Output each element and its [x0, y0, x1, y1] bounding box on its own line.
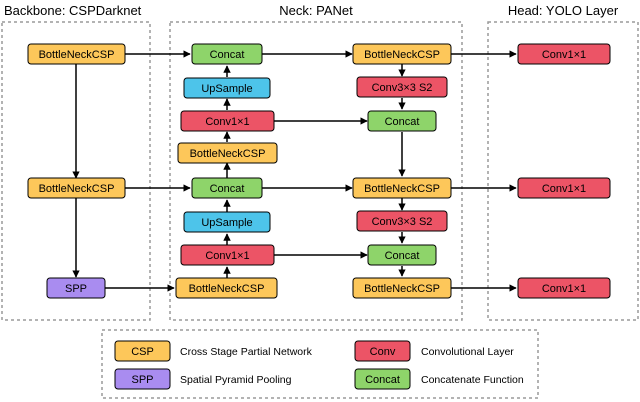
node-neck-conv1x1-1: Conv1×1 — [180, 110, 275, 132]
svg-text:UpSample: UpSample — [201, 217, 252, 229]
svg-text:BottleNeckCSP: BottleNeckCSP — [364, 49, 440, 61]
svg-text:BottleNeckCSP: BottleNeckCSP — [39, 49, 115, 61]
node-neck-csp-1: BottleNeckCSP — [177, 142, 278, 164]
svg-text:BottleNeckCSP: BottleNeckCSP — [364, 283, 440, 295]
legend-box — [101, 329, 539, 399]
legend-item-conv: Conv Convolutional Layer — [354, 340, 514, 362]
node-neck-upsample-2: UpSample — [183, 211, 271, 233]
svg-text:Convolutional Layer: Convolutional Layer — [421, 346, 514, 358]
svg-text:Concatenate Function: Concatenate Function — [421, 374, 524, 386]
neck-title: Neck: PANet — [279, 3, 353, 18]
node-neck-concat-3: Concat — [367, 110, 437, 132]
node-neck-csp-5: BottleNeckCSP — [352, 277, 452, 299]
node-neck-csp-3: BottleNeckCSP — [352, 43, 452, 65]
node-head-conv1x1-2: Conv1×1 — [517, 177, 611, 199]
node-neck-upsample-1: UpSample — [183, 77, 271, 99]
legend-item-concat: Concat Concatenate Function — [354, 368, 524, 390]
svg-text:Concat: Concat — [385, 250, 420, 262]
node-neck-concat-2: Concat — [191, 177, 263, 199]
node-neck-concat-4: Concat — [367, 244, 437, 266]
svg-text:Conv1×1: Conv1×1 — [542, 283, 586, 295]
head-section — [487, 21, 639, 321]
node-head-conv1x1-1: Conv1×1 — [517, 43, 611, 65]
node-neck-conv1x1-2: Conv1×1 — [180, 244, 275, 266]
head-title: Head: YOLO Layer — [508, 3, 619, 18]
svg-text:Concat: Concat — [365, 374, 400, 386]
svg-text:Conv1×1: Conv1×1 — [205, 250, 249, 262]
backbone-section — [1, 21, 151, 321]
node-neck-csp-4: BottleNeckCSP — [352, 177, 452, 199]
svg-text:Spatial Pyramid Pooling: Spatial Pyramid Pooling — [180, 374, 292, 386]
node-neck-conv3x3s2-1: Conv3×3 S2 — [356, 76, 448, 98]
svg-text:BottleNeckCSP: BottleNeckCSP — [364, 183, 440, 195]
svg-text:CSP: CSP — [131, 346, 154, 358]
node-backbone-csp-1: BottleNeckCSP — [27, 43, 126, 65]
svg-text:Concat: Concat — [210, 49, 245, 61]
svg-text:SPP: SPP — [131, 374, 153, 386]
node-backbone-csp-2: BottleNeckCSP — [27, 177, 126, 199]
legend-item-csp: CSP Cross Stage Partial Network — [114, 340, 313, 362]
svg-text:Concat: Concat — [210, 183, 245, 195]
node-neck-conv3x3s2-2: Conv3×3 S2 — [356, 210, 448, 232]
svg-text:BottleNeckCSP: BottleNeckCSP — [190, 148, 266, 160]
svg-text:Conv1×1: Conv1×1 — [205, 116, 249, 128]
svg-text:Conv3×3 S2: Conv3×3 S2 — [372, 216, 433, 228]
node-neck-csp-2: BottleNeckCSP — [175, 277, 278, 299]
node-head-conv1x1-3: Conv1×1 — [517, 277, 611, 299]
svg-text:Concat: Concat — [385, 116, 420, 128]
svg-text:Cross Stage Partial Network: Cross Stage Partial Network — [180, 346, 313, 358]
node-neck-concat-1: Concat — [191, 43, 263, 65]
svg-text:SPP: SPP — [65, 283, 87, 295]
neck-section — [169, 21, 463, 321]
svg-text:Conv1×1: Conv1×1 — [542, 183, 586, 195]
svg-text:UpSample: UpSample — [201, 83, 252, 95]
legend-item-spp: SPP Spatial Pyramid Pooling — [114, 368, 292, 390]
backbone-title: Backbone: CSPDarknet — [4, 3, 142, 18]
svg-text:BottleNeckCSP: BottleNeckCSP — [39, 183, 115, 195]
node-backbone-spp: SPP — [46, 277, 106, 299]
svg-text:Conv: Conv — [370, 346, 396, 358]
svg-text:Conv3×3 S2: Conv3×3 S2 — [372, 82, 433, 94]
svg-text:BottleNeckCSP: BottleNeckCSP — [189, 283, 265, 295]
svg-text:Conv1×1: Conv1×1 — [542, 49, 586, 61]
connections — [72, 50, 517, 292]
